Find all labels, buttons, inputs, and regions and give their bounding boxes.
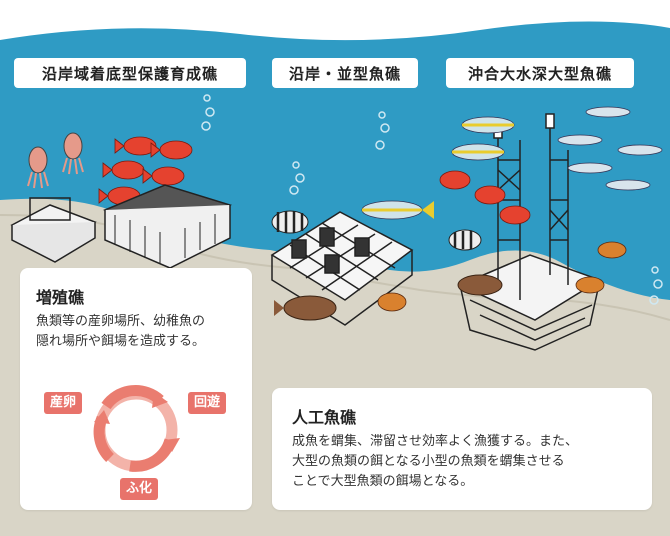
life-cycle-diagram <box>93 385 180 472</box>
bubbles <box>201 94 663 305</box>
artificial-card: 人工魚礁 成魚を蝟集、滞留させ効率よく漁獲する。また、 大型の魚類の餌となる小型… <box>272 388 652 510</box>
breeding-text: 魚類等の産卵場所、幼稚魚の 隠れ場所や餌場を造成する。 <box>36 314 206 349</box>
striped-fish-icon <box>271 210 309 234</box>
cycle-label-migrate: 回遊 <box>188 392 227 414</box>
label-standard: 沿岸・並型魚礁 <box>272 58 418 88</box>
cycle-label-spawn: 産卵 <box>44 392 83 414</box>
flatfish-icon <box>274 292 407 321</box>
offshore-fish-group <box>439 106 663 296</box>
artificial-title: 人工魚礁 <box>292 408 357 427</box>
breeding-title: 増殖礁 <box>36 288 85 307</box>
artificial-text: 成魚を蝟集、滞留させ効率よく漁獲する。また、 大型の魚類の餌となる小型の魚類を蝟… <box>292 434 579 489</box>
label-coastal: 沿岸域着底型保護育成礁 <box>14 58 246 88</box>
standard-reef <box>270 211 414 326</box>
squid-icon <box>27 132 84 189</box>
breeding-card: 増殖礁 魚類等の産卵場所、幼稚魚の 隠れ場所や餌場を造成する。 産卵 回遊 ふ化 <box>20 268 252 510</box>
yellowtail-icon <box>361 200 434 220</box>
label-offshore: 沖合大水深大型魚礁 <box>446 58 634 88</box>
cycle-label-hatch: ふ化 <box>120 478 159 500</box>
coastal-reef <box>10 184 233 269</box>
